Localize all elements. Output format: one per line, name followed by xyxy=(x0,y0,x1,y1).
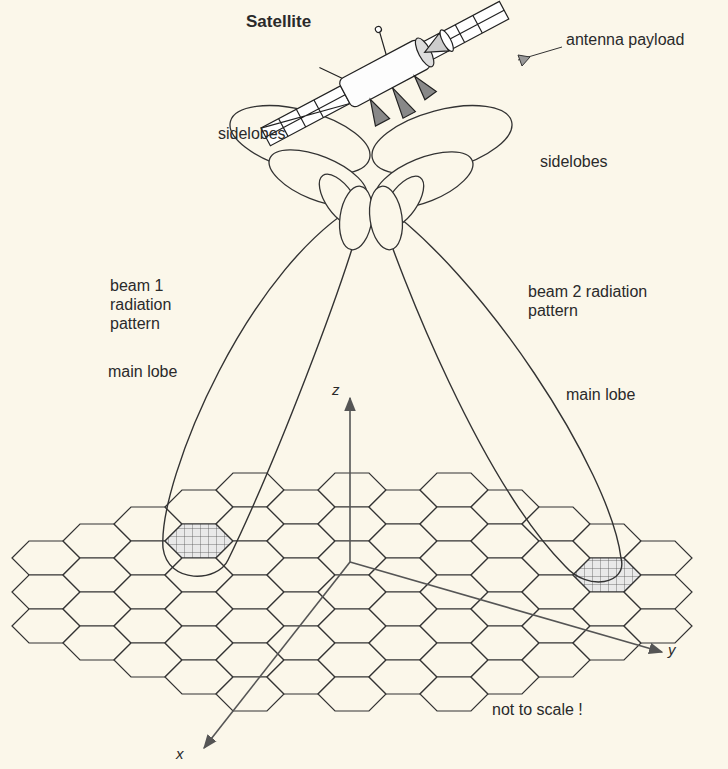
antenna-symbol xyxy=(518,55,530,66)
hex-cell xyxy=(624,609,692,643)
satellite xyxy=(245,0,527,179)
sidelobes xyxy=(223,92,520,252)
label: antenna payload xyxy=(566,30,684,49)
label: y xyxy=(668,640,676,659)
hex-cell xyxy=(624,575,692,609)
label: x xyxy=(176,744,184,763)
cell-grid xyxy=(12,473,692,711)
label: beam 1 radiation pattern xyxy=(110,276,225,333)
label: sidelobes xyxy=(218,124,286,143)
label: beam 2 radiation pattern xyxy=(528,282,658,320)
hex-cell xyxy=(624,541,692,575)
label: Satellite xyxy=(246,12,311,31)
label: not to scale ! xyxy=(492,700,583,719)
label: main lobe xyxy=(108,362,177,381)
label: sidelobes xyxy=(540,152,608,171)
axes xyxy=(204,398,662,748)
label: main lobe xyxy=(566,385,635,404)
label: z xyxy=(332,380,340,399)
main-lobe-1 xyxy=(163,200,366,576)
